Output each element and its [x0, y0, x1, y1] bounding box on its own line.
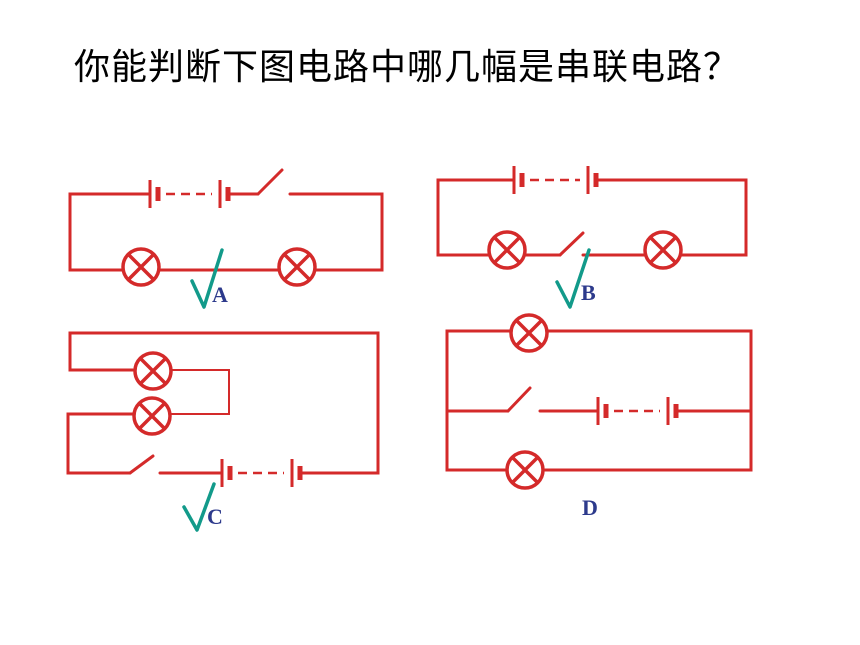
circuit-d-lamp-1	[509, 313, 549, 353]
circuit-a-label: A	[212, 282, 228, 307]
circuit-d-lamp-2	[505, 450, 545, 490]
circuit-b-check-icon	[555, 248, 591, 309]
circuit-c-switch	[128, 454, 155, 475]
circuit-b-battery	[512, 166, 599, 194]
circuit-c-lamp-1	[133, 351, 173, 391]
circuit-a-wires	[68, 192, 384, 272]
circuit-b-switch	[558, 231, 585, 257]
circuit-c-battery	[220, 459, 303, 487]
circuit-a-check-icon	[190, 248, 224, 309]
circuit-b: B	[436, 166, 748, 309]
circuit-a-switch	[256, 168, 284, 196]
circuit-a-lamp-1	[121, 247, 161, 287]
page-title: 你能判断下图电路中哪几幅是串联电路？	[74, 47, 741, 88]
circuit-c-wires	[66, 331, 380, 475]
circuit-b-lamp-1	[487, 230, 527, 270]
circuit-c-label: C	[207, 504, 223, 529]
circuit-c-check-icon	[182, 482, 216, 532]
circuit-b-wires	[436, 178, 748, 257]
circuit-d: D	[445, 313, 753, 520]
circuit-c: C	[66, 331, 380, 532]
circuit-a-battery	[148, 180, 231, 208]
circuit-d-switch	[506, 386, 532, 413]
circuit-d-wires	[445, 329, 753, 472]
circuit-a-lamp-2	[277, 247, 317, 287]
circuit-c-lamp-2	[132, 396, 172, 436]
circuit-b-lamp-2	[643, 230, 683, 270]
circuit-b-label: B	[581, 280, 596, 305]
circuit-d-battery	[596, 397, 679, 425]
circuit-a: A	[68, 168, 384, 309]
circuit-d-label: D	[582, 495, 598, 520]
